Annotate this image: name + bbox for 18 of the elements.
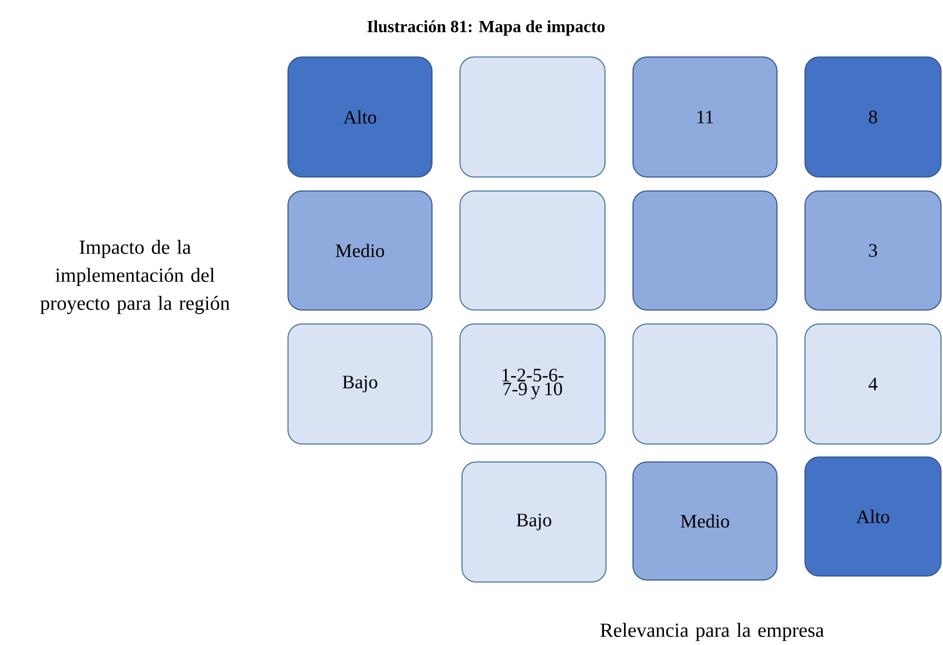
empty-cell <box>460 56 606 178</box>
matrix-cell: Alto <box>804 456 942 576</box>
matrix-cell: 4 <box>804 324 942 444</box>
matrix-cell: 8 <box>804 56 942 178</box>
matrix-cell: Medio <box>288 190 432 310</box>
title: Ilustración 81: Mapa de impacto <box>367 20 605 36</box>
matrix-cell: Bajo <box>288 324 432 444</box>
empty-cell <box>460 190 606 310</box>
matrix-cell: 1-2-5-6-7-9 y 10 <box>460 324 606 444</box>
axis-label: Impacto de la implementación del proyecto para la región <box>40 240 230 314</box>
matrix-cell: 3 <box>804 190 942 310</box>
axis-label: Relevancia para la empresa <box>600 622 824 642</box>
matrix-cell: Bajo <box>462 461 606 582</box>
matrix-cell: 11 <box>632 56 778 178</box>
empty-cell <box>632 190 778 310</box>
empty-cell <box>632 324 778 444</box>
matrix-cell: Medio <box>632 461 778 580</box>
matrix-cell: Alto <box>288 56 432 178</box>
